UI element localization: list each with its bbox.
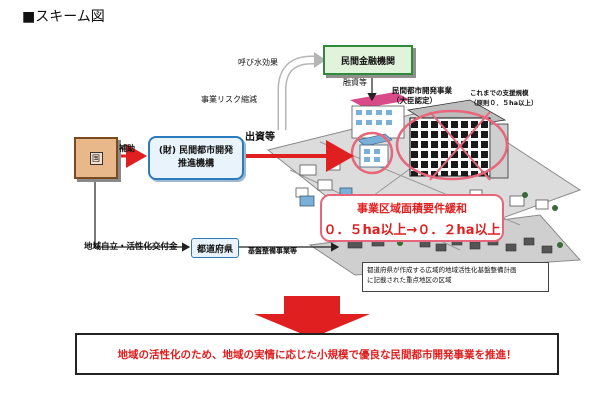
koufukin-label: 地域自立・活性化交付金 — [84, 242, 178, 252]
kiban-label: 基盤整備事業等 — [248, 247, 297, 255]
project-label: 民間都市開発事業 （大臣認定） — [392, 86, 452, 106]
district-note: 都道府県が作成する広域的地域活性化基盤整備計画 に記載された重点地区の区域 — [362, 262, 549, 292]
suishin-line2: 推進機構 — [177, 159, 214, 169]
suishin-line1: (財) 民間都市開発 — [158, 146, 234, 156]
hojo-label: 補助 — [119, 144, 135, 153]
district-line1: 都道府県が作成する広域的地域活性化基盤整備計画 — [367, 266, 517, 274]
previous-line2: （原則０．５ha以上） — [470, 99, 538, 107]
yushi-label: 融資等 — [343, 78, 367, 87]
yobimizu-label: 呼び水効果 — [238, 58, 278, 67]
page-title: ■スキーム図 — [22, 9, 105, 25]
conclusion-text: 地域の活性化のため、地域の実情に応じた小規模で優良な民間都市開発事業を推進！ — [117, 348, 517, 361]
project-label-line2: （大臣認定） — [392, 96, 437, 105]
big-down-arrow — [254, 296, 370, 338]
todofuken-label: 都道府県 — [196, 244, 233, 255]
shussi-label: 出資等 — [245, 132, 275, 143]
kuni-label: 国 — [89, 151, 103, 165]
kinyu-label: 民間金融機関 — [340, 56, 395, 67]
previous-scale-ellipse — [395, 109, 509, 181]
previous-scale-label: これまでの支援規模 （原則０．５ha以上） — [470, 88, 538, 108]
relief-line2: ０．５ha以上→０．２ha以上 — [323, 223, 501, 238]
requirement-relief-box: 事業区域面積要件緩和 ０．５ha以上→０．２ha以上 — [320, 194, 504, 242]
relief-line1: 事業区域面積要件緩和 — [357, 202, 467, 215]
koufukin-arrow — [94, 178, 191, 252]
project-label-line1: 民間都市開発事業 — [392, 86, 452, 95]
target-building — [357, 133, 393, 168]
todofuken-box: 都道府県 — [191, 238, 239, 258]
kuni-box: 国 — [74, 137, 118, 179]
suishin-kikou-box: (財) 民間都市開発 推進機構 — [148, 136, 244, 180]
previous-line1: これまでの支援規模 — [470, 89, 529, 97]
risk-label: 事業リスク縮減 — [201, 95, 257, 104]
conclusion-box: 地域の活性化のため、地域の実情に応じた小規模で優良な民間都市開発事業を推進！ — [75, 333, 559, 375]
kinyu-kikan-box: 民間金融機関 — [323, 45, 413, 75]
district-line2: に記載された重点地区の区域 — [367, 276, 452, 284]
